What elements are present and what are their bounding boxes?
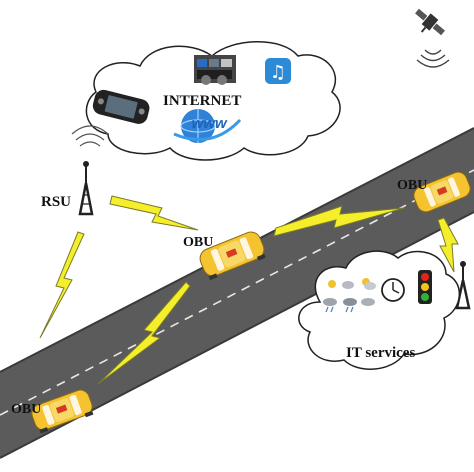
taxi-car-left bbox=[31, 389, 94, 434]
obu-label-left: OBU bbox=[11, 402, 41, 417]
film-media-icon bbox=[194, 55, 236, 85]
www-globe-icon: www bbox=[173, 109, 242, 143]
www-label: www bbox=[189, 115, 229, 132]
lightning-link-rsu-obu-middle bbox=[109, 195, 199, 231]
smartphone-icon bbox=[92, 89, 150, 124]
lightning-link-rsu-obu-left bbox=[39, 231, 85, 339]
satellite-icon bbox=[415, 8, 445, 36]
internet-label: INTERNET bbox=[163, 93, 241, 109]
lightning-link-obu-middle-obu-left bbox=[97, 281, 191, 385]
it-services-label: IT services bbox=[346, 345, 415, 361]
rsu-label: RSU bbox=[41, 194, 71, 210]
svg-text:♫: ♫ bbox=[270, 62, 286, 83]
obu-label-right: OBU bbox=[397, 178, 427, 193]
lightning-link-obu-middle-obu-right bbox=[273, 205, 405, 237]
taxi-car-middle bbox=[199, 231, 266, 281]
satellite-signal-waves bbox=[416, 49, 450, 68]
clock-icon bbox=[381, 278, 405, 302]
rsu-antenna-tower-icon bbox=[71, 125, 109, 216]
lightning-link-obu-right-tower bbox=[437, 217, 459, 273]
obu-label-middle: OBU bbox=[183, 235, 213, 250]
traffic-light-icon bbox=[418, 270, 432, 304]
music-app-icon: ♫ bbox=[265, 58, 291, 84]
lane-marking bbox=[0, 169, 474, 416]
weather-icon bbox=[323, 278, 376, 313]
taxi-car-right bbox=[413, 171, 471, 213]
